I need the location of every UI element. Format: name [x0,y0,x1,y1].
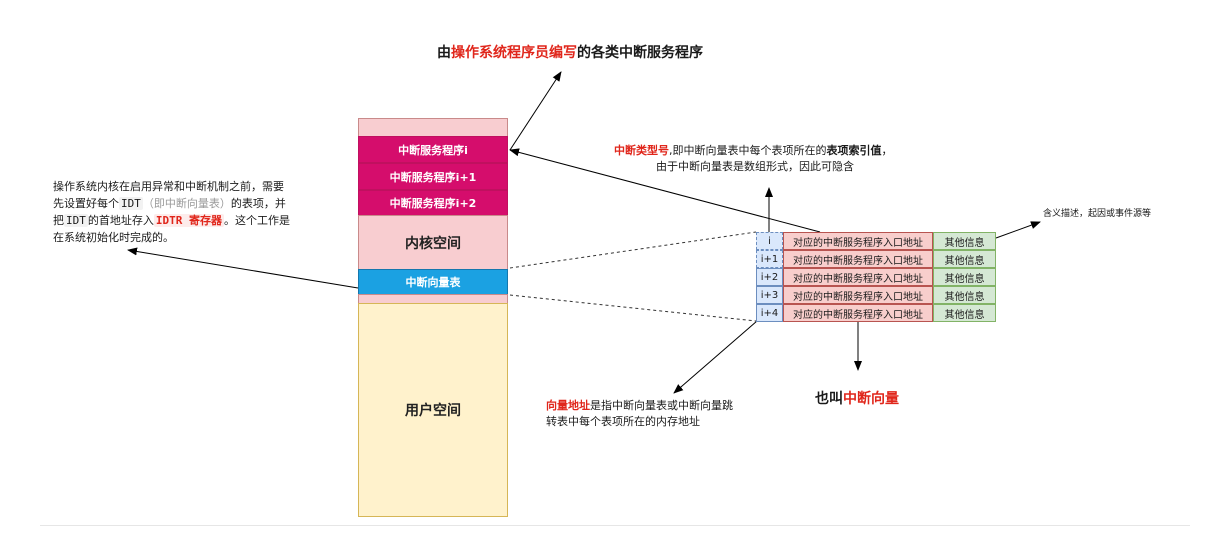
vector-row-index: i+2 [756,268,783,286]
kernel-top-strip [358,118,508,137]
top-title-highlight: 操作系统程序员编写 [451,45,577,61]
vector-row-address: 对应的中断服务程序入口地址 [783,268,933,286]
vector-row-i4: i+4 对应的中断服务程序入口地址 其他信息 [756,304,996,322]
type-note-line2: 由于中断向量表是数组形式，因此可隐含 [656,160,854,173]
isr-i-block: 中断服务程序i [358,136,508,163]
kernel-space-block: 内核空间 [358,215,508,270]
desc-note: 含义描述，起因或事件源等 [1043,209,1152,219]
vector-row-info: 其他信息 [933,232,996,250]
type-note-highlight: 中断类型号 [614,144,669,157]
vector-row-i3: i+3 对应的中断服务程序入口地址 其他信息 [756,286,996,304]
left-note-idtr: IDTR 寄存器 [153,214,224,227]
arrow-row-to-isr [509,148,821,233]
type-note: 中断类型号,即中断向量表中每个表项所在的表项索引值， 由于中断向量表是数组形式，… [614,143,893,175]
vector-row-address: 对应的中断服务程序入口地址 [783,286,933,304]
left-note-p2: （即中断向量表） [142,197,231,210]
left-note-p1: 操作系统内核在启用异常和中断机制之前，需要先设置好每个 [53,180,284,210]
type-note-line1: 中断类型号,即中断向量表中每个表项所在的表项索引值， [614,143,893,159]
vector-address-line1: 向量地址是指中断向量表或中断向量跳 [546,398,733,414]
isr-i2-block: 中断服务程序i+2 [358,190,508,216]
vector-row-info: 其他信息 [933,286,996,304]
vector-row-i: i 对应的中断服务程序入口地址 其他信息 [756,232,996,250]
bottom-divider [40,525,1190,526]
arrow-to-vector-addr [673,320,758,394]
vector-row-address: 对应的中断服务程序入口地址 [783,250,933,268]
top-title-suffix: 的各类中断服务程序 [577,45,703,61]
memory-layout: 中断服务程序i 中断服务程序i+1 中断服务程序i+2 内核空间 中断向量表 用… [358,118,508,517]
also-called-highlight: 中断向量 [843,391,899,407]
vector-address-rest: 是指中断向量表或中断向量跳 [590,399,733,412]
vector-table-block: 中断向量表 [358,269,508,295]
vector-address-note: 向量地址是指中断向量表或中断向量跳 转表中每个表项所在的内存地址 [546,398,733,430]
type-note-bold: 表项索引值 [826,144,882,157]
vector-row-address: 对应的中断服务程序入口地址 [783,304,933,322]
vector-address-line2: 转表中每个表项所在的内存地址 [546,415,700,428]
left-note-p5: 。这个工作是在系统初始化时完成的。 [53,214,290,244]
left-note-p3: 的表项，并把 [53,197,286,227]
dashed-top [509,231,757,269]
also-called-label: 也叫中断向量 [815,388,899,408]
also-called-prefix: 也叫 [815,391,843,407]
vector-row-info: 其他信息 [933,250,996,268]
vector-row-i1: i+1 对应的中断服务程序入口地址 其他信息 [756,250,996,268]
left-note-p4: 的首地址存入 [87,214,154,227]
type-note-end: ， [881,144,893,157]
top-title: 由操作系统程序员编写的各类中断服务程序 [437,42,703,62]
top-title-prefix: 由 [437,45,451,61]
vector-address-highlight: 向量地址 [546,399,590,412]
left-note-idt1: IDT [119,197,143,210]
vector-row-index: i+4 [756,304,783,322]
vector-row-index: i [756,232,783,250]
user-space-block: 用户空间 [358,303,508,517]
type-note-mid: ,即中断向量表中每个表项所在的 [669,144,827,157]
vector-row-i2: i+2 对应的中断服务程序入口地址 其他信息 [756,268,996,286]
left-note-idt2: IDT [64,214,88,227]
arrow-to-desc [995,221,1041,239]
arrow-to-title [509,71,562,151]
vector-row-index: i+1 [756,250,783,268]
arrow-to-left-note [127,247,359,289]
vector-row-info: 其他信息 [933,304,996,322]
vector-row-index: i+3 [756,286,783,304]
isr-i1-block: 中断服务程序i+1 [358,163,508,190]
dashed-bottom [509,294,757,322]
vector-row-address: 对应的中断服务程序入口地址 [783,232,933,250]
vector-row-info: 其他信息 [933,268,996,286]
